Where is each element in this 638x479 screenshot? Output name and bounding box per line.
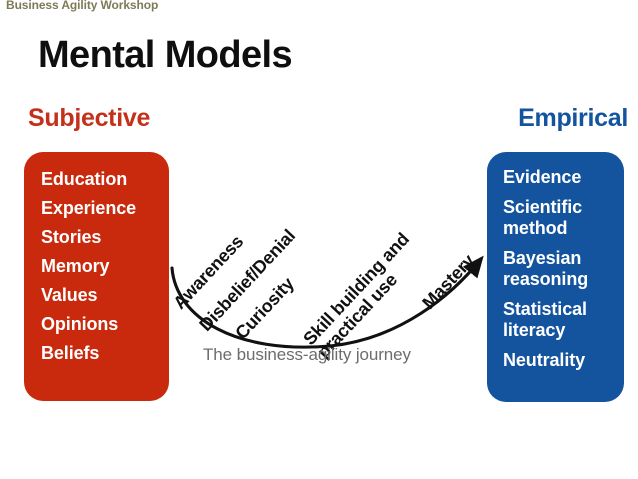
list-item: Beliefs — [41, 343, 100, 363]
subjective-heading: Subjective — [28, 104, 151, 132]
list-item: Evidence — [503, 167, 582, 187]
workshop-banner: Business Agility Workshop — [0, 0, 638, 13]
list-item: Values — [41, 285, 98, 305]
stage-label-skill-building: Skill building and practical use — [299, 228, 414, 362]
page-title: Mental Models — [38, 34, 293, 77]
list-item: Education — [41, 169, 128, 189]
list-item: Stories — [41, 227, 102, 247]
list-item: Memory — [41, 256, 110, 276]
list-item: Statistical literacy — [503, 299, 587, 340]
stage-label-mastery: Mastery — [418, 250, 479, 313]
empirical-heading: Empirical — [518, 104, 628, 132]
workshop-banner-label: Business Agility Workshop — [6, 0, 159, 12]
subjective-panel: Education Experience Stories Memory Valu… — [24, 152, 169, 401]
list-item: Scientific method — [503, 197, 583, 238]
empirical-panel: Evidence Scientific method Bayesian reas… — [487, 152, 624, 402]
journey-caption: The business-agility journey — [203, 345, 411, 364]
list-item: Bayesian reasoning — [503, 248, 589, 289]
list-item: Experience — [41, 198, 137, 218]
list-item: Neutrality — [503, 350, 586, 370]
list-item: Opinions — [41, 314, 119, 334]
